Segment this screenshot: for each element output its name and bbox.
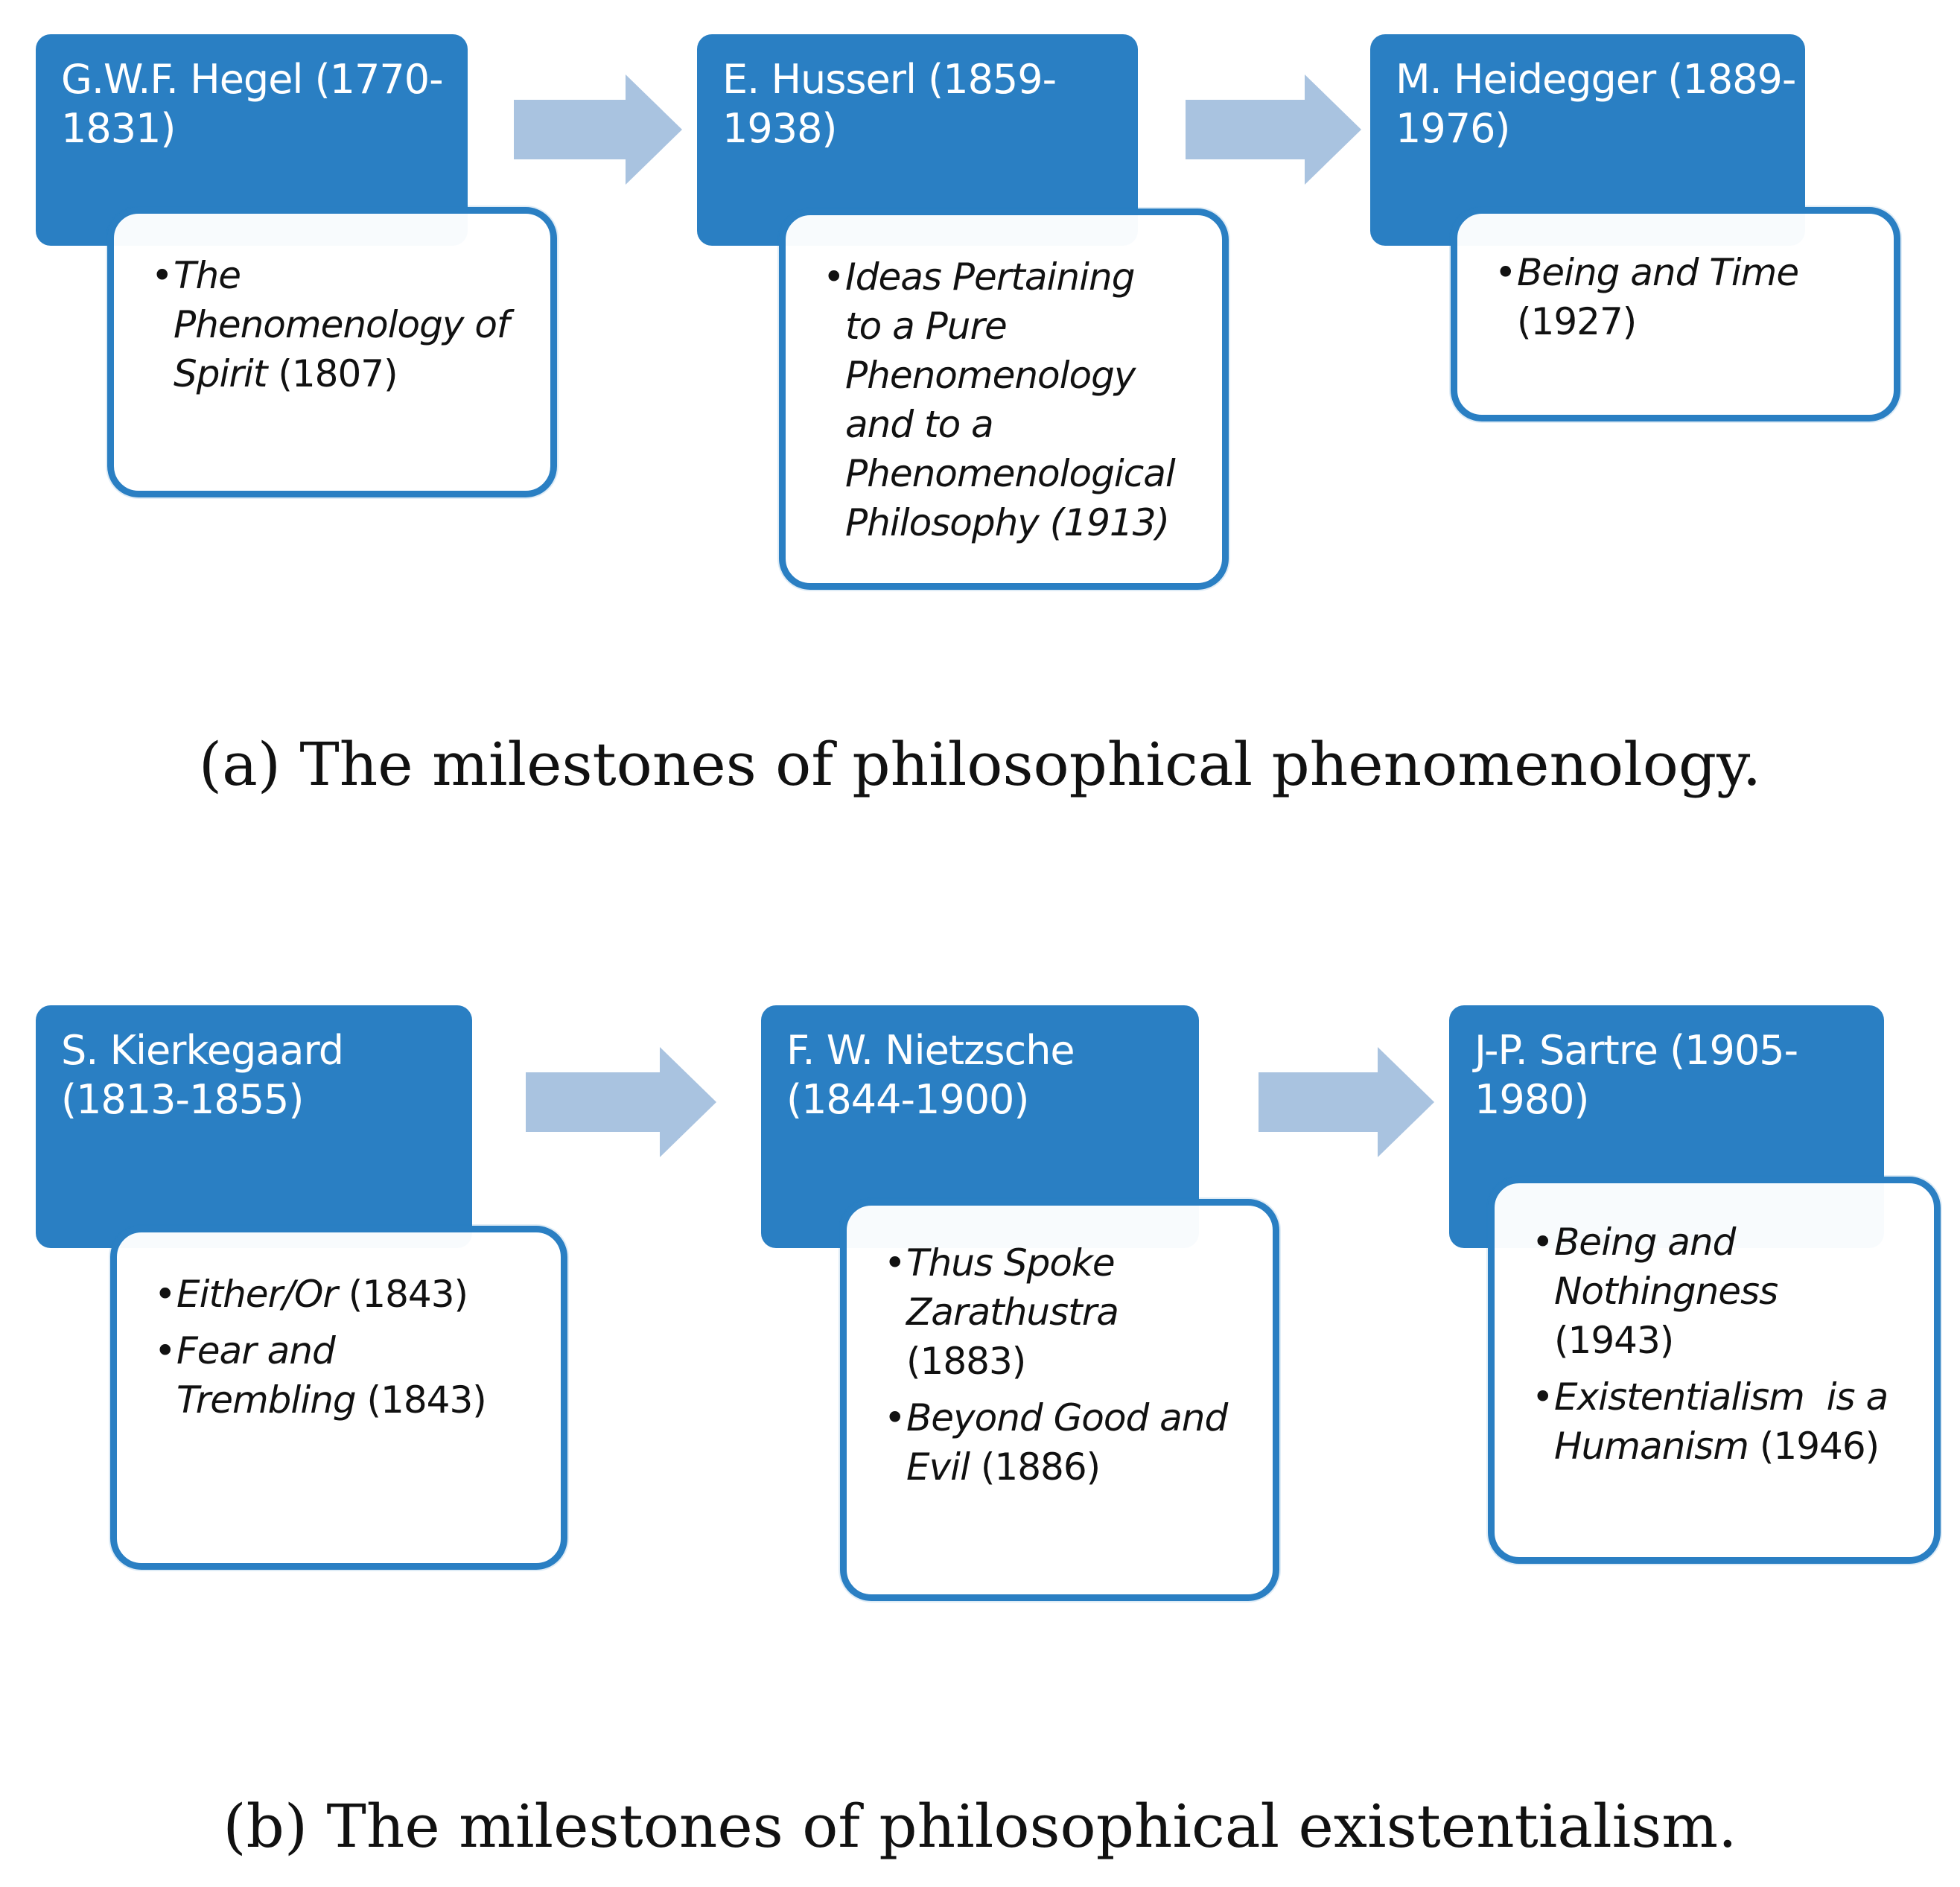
- node-header-kierkegaard: S. Kierkegaard (1813-1855): [36, 1005, 472, 1248]
- work-item: Being and Time (1927): [1495, 248, 1871, 346]
- philosopher-dates: 1831): [61, 105, 176, 152]
- arrow-right-icon: [526, 1047, 716, 1157]
- philosopher-dates: 1980): [1474, 1076, 1590, 1123]
- figure-caption-b: (b) The milestones of philosophical exis…: [223, 1792, 1737, 1861]
- philosopher-name: M. Heidegger (1889-: [1396, 56, 1796, 103]
- node-works-sartre: Being and Nothingness (1943) Existential…: [1488, 1177, 1941, 1564]
- works-list: The Phenomenology of Spirit (1807): [151, 251, 528, 398]
- arrow-right-icon: [514, 74, 682, 185]
- works-list: Being and Nothingness (1943) Existential…: [1532, 1218, 1912, 1471]
- node-works-kierkegaard: Either/Or (1843) Fear and Trembling (184…: [110, 1226, 567, 1570]
- philosopher-dates: 1938): [722, 105, 838, 152]
- node-works-husserl: Ideas Pertaining to a Pure Phenomenology…: [779, 209, 1229, 590]
- node-works-nietzsche: Thus Spoke Zarathustra (1883) Beyond Goo…: [840, 1199, 1279, 1601]
- work-item: Either/Or (1843): [154, 1270, 538, 1319]
- node-header-heidegger: M. Heidegger (1889- 1976): [1370, 34, 1805, 246]
- philosopher-name: S. Kierkegaard: [61, 1027, 344, 1074]
- works-list: Either/Or (1843) Fear and Trembling (184…: [154, 1270, 538, 1425]
- work-item: Fear and Trembling (1843): [154, 1326, 538, 1425]
- philosopher-name: E. Husserl (1859-: [722, 56, 1057, 103]
- works-list: Thus Spoke Zarathustra (1883) Beyond Goo…: [884, 1238, 1250, 1492]
- work-item: Existentialism is a Humanism (1946): [1532, 1372, 1912, 1471]
- diagram-existentialism: S. Kierkegaard (1813-1855) Either/Or (18…: [0, 976, 1960, 1887]
- philosopher-name: J-P. Sartre (1905-: [1474, 1027, 1798, 1074]
- works-list: Ideas Pertaining to a Pure Phenomenology…: [823, 252, 1200, 547]
- works-list: Being and Time (1927): [1495, 248, 1871, 346]
- arrow-right-icon: [1186, 74, 1361, 185]
- work-item: Beyond Good and Evil (1886): [884, 1393, 1250, 1492]
- diagram-phenomenology: G.W.F. Hegel (1770- 1831) The Phenomenol…: [0, 0, 1960, 849]
- figure-caption-a: (a) The milestones of philosophical phen…: [198, 730, 1762, 799]
- philosopher-dates: 1976): [1396, 105, 1511, 152]
- philosopher-dates: (1813-1855): [61, 1076, 304, 1123]
- work-item: Being and Nothingness (1943): [1532, 1218, 1912, 1365]
- node-works-heidegger: Being and Time (1927): [1451, 207, 1900, 421]
- philosopher-name: G.W.F. Hegel (1770-: [61, 56, 444, 103]
- work-item: Ideas Pertaining to a Pure Phenomenology…: [823, 252, 1200, 547]
- work-item: Thus Spoke Zarathustra (1883): [884, 1238, 1250, 1386]
- arrow-right-icon: [1259, 1047, 1434, 1157]
- work-item: The Phenomenology of Spirit (1807): [151, 251, 528, 398]
- philosopher-name: F. W. Nietzsche: [786, 1027, 1075, 1074]
- node-works-hegel: The Phenomenology of Spirit (1807): [107, 207, 557, 497]
- philosopher-dates: (1844-1900): [786, 1076, 1029, 1123]
